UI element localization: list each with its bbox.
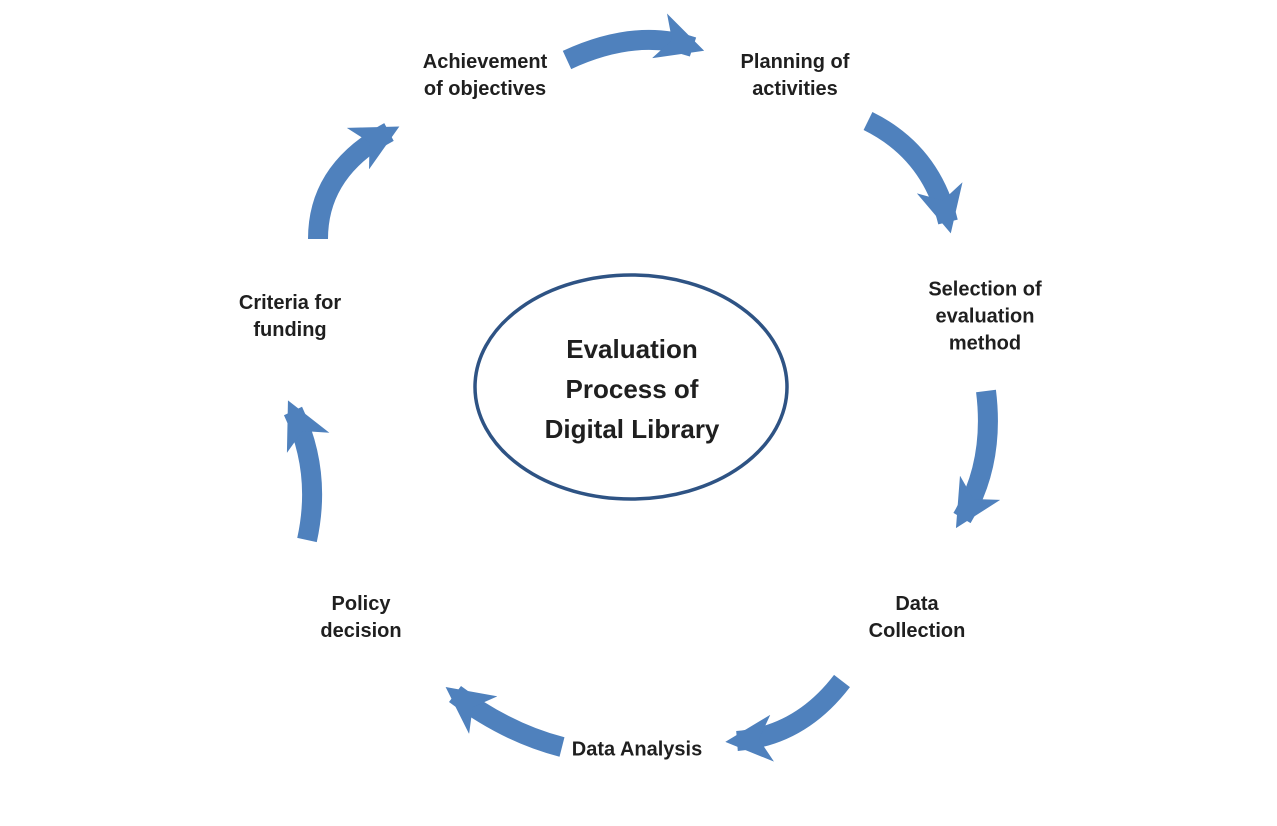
center-ellipse	[473, 273, 789, 501]
step-label-data-collection: Data Collection	[868, 593, 966, 642]
step-label-achievement: Achievement of objectives	[422, 51, 548, 100]
arrow-datacollection-to-dataanalysis	[725, 674, 850, 762]
arrow-policy-to-criteria	[283, 400, 330, 543]
step-label-criteria: Criteria for funding	[238, 292, 342, 341]
step-label-policy: Policy decision	[320, 593, 402, 642]
arrow-achievement-to-planning	[562, 13, 705, 70]
arrow-planning-to-selection	[863, 112, 963, 234]
step-label-data-analysis: Data Analysis	[571, 738, 703, 761]
arrow-criteria-to-achievement	[308, 123, 400, 240]
step-label-planning: Planning of activities	[740, 51, 850, 100]
arrow-selection-to-datacollection	[953, 389, 1001, 529]
diagram-center-title: Evaluation Process of Digital Library	[544, 334, 720, 444]
step-label-selection: Selection of evaluation method	[928, 278, 1042, 355]
arrow-dataanalysis-to-policy	[445, 685, 565, 757]
